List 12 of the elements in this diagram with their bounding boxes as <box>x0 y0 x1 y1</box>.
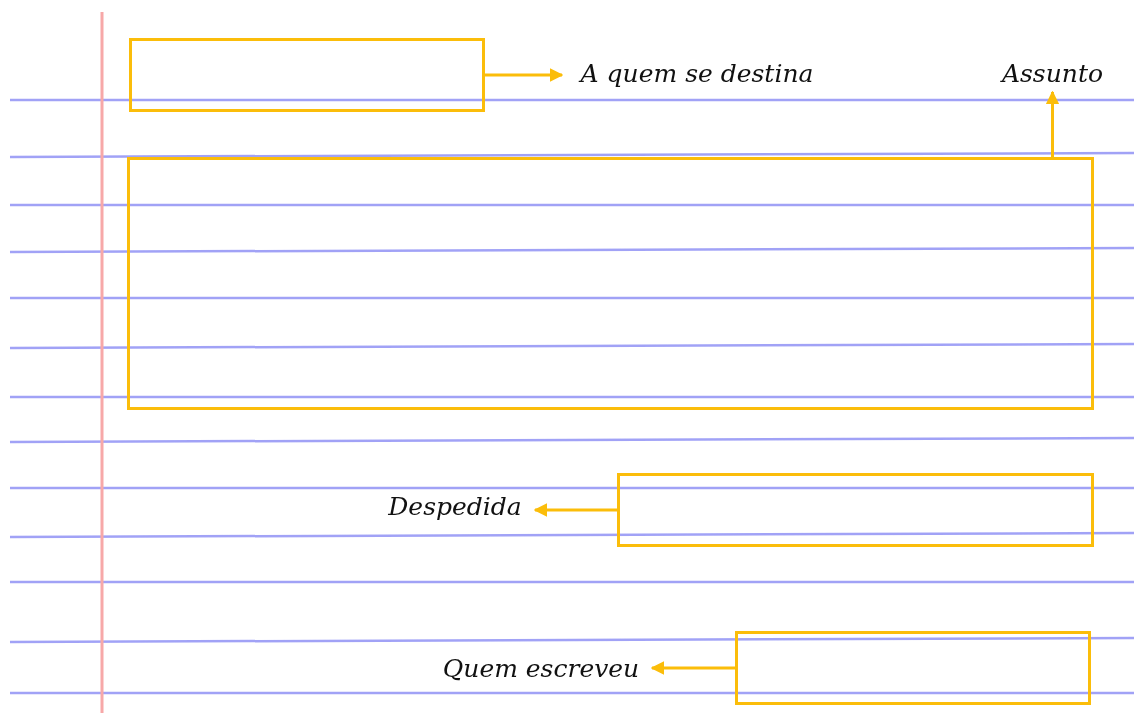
field-label: Despedida <box>375 488 535 525</box>
writing-area-box <box>127 157 1094 410</box>
field-label: Assunto <box>990 55 1115 92</box>
writing-area-box <box>617 473 1094 547</box>
field-label: Quem escreveu <box>430 650 652 687</box>
writing-area-box <box>129 38 485 112</box>
writing-area-box <box>735 631 1091 705</box>
arrow <box>485 68 564 82</box>
field-label: A quem se destina <box>562 55 832 92</box>
arrow <box>533 503 617 517</box>
arrow <box>650 661 735 675</box>
arrow <box>1045 90 1060 157</box>
